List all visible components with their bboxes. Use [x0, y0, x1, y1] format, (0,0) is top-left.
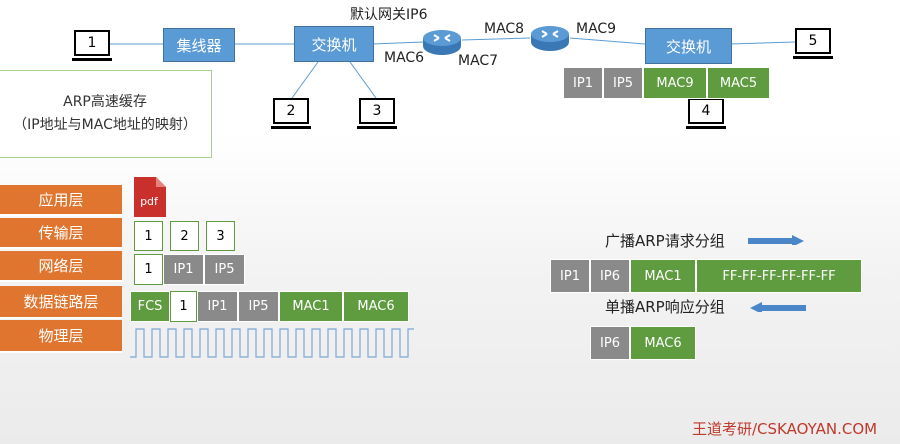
arp-reply-field: MAC6 [630, 326, 696, 360]
arp-cache-box: ARP高速缓存 （IP地址与MAC地址的映射） [0, 70, 212, 158]
hub-box: 集线器 [163, 28, 235, 62]
pc-3-label: 3 [359, 98, 395, 124]
frame-field: MAC6 [343, 291, 409, 322]
mac7-label: MAC7 [458, 53, 499, 69]
right-frame-field: MAC5 [707, 67, 770, 99]
arp-request-field: FF-FF-FF-FF-FF-FF [696, 259, 862, 293]
pc-2-label: 2 [273, 98, 309, 124]
pc-2-icon: 2 [271, 98, 311, 132]
right-frame-field: MAC9 [643, 67, 707, 99]
layer-application: 应用层 [0, 185, 122, 216]
layer-network: 网络层 [0, 251, 122, 282]
router-left-icon [423, 30, 461, 55]
arrow-left-icon [750, 302, 806, 312]
arp-cache-subtitle: （IP地址与MAC地址的映射） [13, 117, 197, 133]
frame-field: MAC1 [279, 291, 343, 322]
arp-reply-field: IP6 [590, 326, 630, 360]
frame-field: FCS [130, 291, 170, 322]
pc-5-label: 5 [795, 28, 831, 54]
pc-1-icon: 1 [72, 30, 112, 64]
arp-request-field: IP1 [550, 259, 590, 293]
right-frame-field: IP5 [603, 67, 643, 99]
switch-left-box: 交换机 [294, 26, 374, 62]
mac9-label: MAC9 [576, 21, 617, 37]
physical-signal-wave [130, 328, 414, 358]
arp-request-field: IP6 [590, 259, 630, 293]
transport-segment: 3 [206, 221, 235, 251]
mac6-label: MAC6 [384, 50, 425, 66]
router-right-icon [531, 26, 569, 51]
layer-transport: 传输层 [0, 218, 122, 249]
arp-request-field: MAC1 [630, 259, 696, 293]
frame-field: IP1 [197, 291, 238, 322]
pdf-icon-text: pdf [140, 195, 159, 208]
layer-datalink: 数据链路层 [0, 286, 122, 319]
frame-field: IP5 [238, 291, 279, 322]
arp-request-label: 广播ARP请求分组 [605, 232, 725, 250]
arp-reply-label: 单播ARP响应分组 [605, 298, 725, 316]
packet-data: 1 [134, 254, 163, 285]
arrow-right-icon [748, 235, 804, 245]
packet-field: IP5 [204, 254, 245, 285]
mac8-label: MAC8 [484, 21, 525, 37]
pc-1-label: 1 [74, 30, 110, 56]
transport-segment: 1 [134, 221, 163, 251]
transport-segment: 2 [170, 221, 199, 251]
packet-field: IP1 [163, 254, 204, 285]
pdf-file-icon: pdf [134, 177, 166, 217]
pc-5-icon: 5 [793, 28, 833, 62]
switch-right-box: 交换机 [645, 28, 732, 64]
pc-4-icon: 4 [686, 98, 726, 132]
watermark-text: 王道考研/CSKAOYAN.COM [692, 420, 878, 438]
pc-4-label: 4 [688, 98, 724, 124]
right-frame-field: IP1 [563, 67, 603, 99]
arp-cache-title: ARP高速缓存 [63, 94, 147, 110]
frame-field: 1 [170, 291, 197, 322]
layer-physical: 物理层 [0, 320, 122, 353]
pc-3-icon: 3 [357, 98, 397, 132]
gateway-label: 默认网关IP6 [350, 7, 428, 23]
